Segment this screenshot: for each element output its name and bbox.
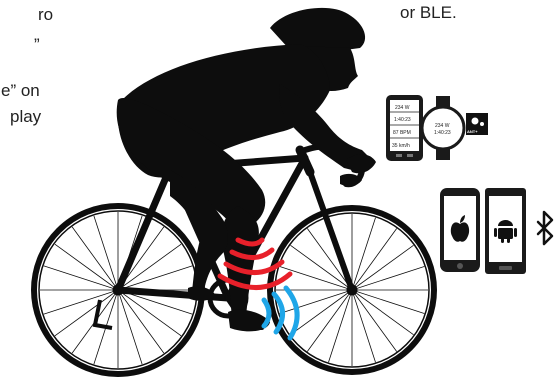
- sport-watch: 234 W 1:40:23: [422, 96, 464, 160]
- wheel-spoke: [329, 290, 352, 362]
- wheel-spoke: [352, 290, 375, 362]
- computer-hr: 87 BPM: [393, 130, 411, 136]
- bluetooth-icon: [538, 212, 552, 244]
- computer-power: 234 W: [395, 105, 410, 111]
- wheel-spoke: [352, 290, 424, 313]
- wheel-spoke: [72, 227, 118, 290]
- rider-silhouette: [117, 8, 376, 332]
- ant-plus-icon: ANT+: [466, 113, 488, 135]
- wheel-spoke: [352, 245, 413, 290]
- wheel-spoke: [44, 290, 118, 314]
- watch-power: 234 W: [435, 123, 450, 129]
- text-fragment-2: ”: [34, 35, 40, 54]
- wheel-spoke: [352, 290, 413, 335]
- wheel-spoke: [307, 290, 352, 351]
- wheel-spoke: [352, 218, 375, 290]
- wheel-spoke: [352, 290, 397, 351]
- computer-speed: 35 km/h: [392, 143, 410, 149]
- text-fragment-4: play: [10, 107, 42, 126]
- wheel-spoke: [280, 267, 352, 290]
- text-fragment-top-right: or BLE.: [400, 3, 457, 22]
- wheel-spoke: [352, 267, 424, 290]
- wheel-spoke: [352, 229, 397, 290]
- wheel-spoke: [44, 266, 118, 290]
- text-fragment-3: e” on: [1, 81, 40, 100]
- android-device: [485, 188, 526, 274]
- ant-label: ANT+: [467, 129, 478, 134]
- wheel-spoke: [307, 229, 352, 290]
- computer-time: 1:40:23: [394, 117, 411, 123]
- watch-time: 1:40:23: [434, 130, 451, 136]
- bike-computer: 234 W 1:40:23 87 BPM 35 km/h: [386, 95, 423, 161]
- iphone-device: [440, 188, 480, 272]
- wheel-spoke: [118, 290, 142, 364]
- wheel-spoke: [94, 216, 118, 290]
- wheel-spoke: [55, 244, 118, 290]
- wheel-spoke: [118, 290, 164, 353]
- wheel-spoke: [291, 290, 352, 335]
- text-fragment-1: ro: [38, 5, 53, 24]
